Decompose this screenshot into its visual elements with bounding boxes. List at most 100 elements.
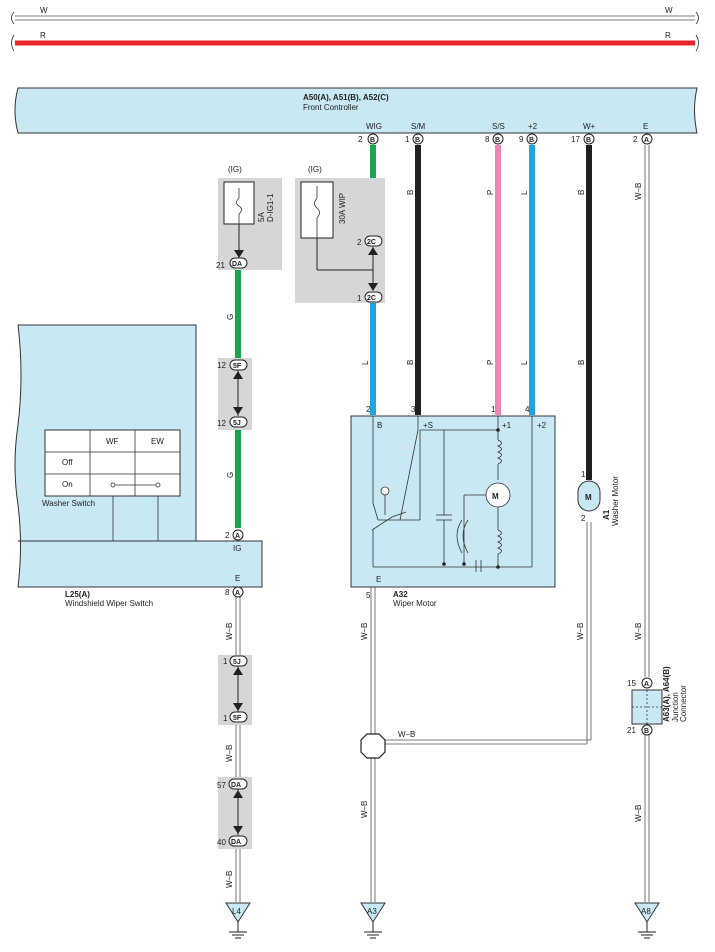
svg-text:2: 2 [633,135,638,144]
switch-code: L25(A) [65,590,90,599]
wire-label-p-2: P [486,360,495,365]
wiper-motor-name: Wiper Motor [393,599,437,608]
switch-name: Windshield Wiper Switch [65,599,153,608]
wire-label-b-3: B [406,360,415,365]
terminal-sm: S/M [411,122,426,131]
svg-text:A: A [235,533,240,540]
svg-text:A3: A3 [367,907,377,916]
ground-a3: A3 [360,902,386,939]
motor-pin-b: B [377,421,382,430]
inline-connector-5f-5j: 12 5F 12 5J [217,358,252,430]
wire-label-g-2: G [226,314,235,320]
junction-name-1: Junction [671,692,680,722]
line-label-r-left: R [40,31,46,40]
wire-label-g-3: G [226,472,235,478]
svg-text:57: 57 [217,781,226,790]
svg-text:8: 8 [485,135,490,144]
wire-label-p-1: P [486,190,495,195]
washer-motor-m: M [585,493,592,502]
svg-text:2: 2 [358,135,363,144]
svg-text:2C: 2C [367,239,376,246]
line-label-r-right: R [665,31,671,40]
controller-pins: 2 B 1 B 8 B 9 B 17 B 2 A [358,133,653,145]
ground-a8: A8 [634,902,660,939]
fuse-5a-name: D-IG1-1 [266,193,275,222]
svg-text:1: 1 [223,657,228,666]
svg-text:5J: 5J [233,659,241,666]
svg-text:A8: A8 [641,907,651,916]
switch-ig-label: IG [233,544,241,553]
svg-text:L4: L4 [232,907,241,916]
col-wf: WF [106,437,119,446]
svg-text:12: 12 [217,361,226,370]
svg-text:2C: 2C [367,295,376,302]
terminal-wig: WIG [366,122,382,131]
washer-motor-name: Washer Motor [611,476,620,526]
row-on: On [62,480,73,489]
fuse-30a-rating: 30A WIP [338,193,347,224]
washer-motor: 1 M 2 A1 Washer Motor [577,470,620,526]
wire-label-l-1: L [520,190,529,195]
svg-text:4: 4 [525,405,530,414]
power-line-r: R R [11,31,699,52]
wire-label-wb-4: W–B [225,871,234,888]
windshield-wiper-switch: WF EW Off On Washer Switch 2 A IG E 8 A … [14,324,263,608]
front-controller: A50(A), A51(B), A52(C) Front Controller … [14,87,698,134]
svg-text:40: 40 [217,838,226,847]
fuse-30a-wip: (IG) 30A WIP 2 2C 1 2C [295,165,385,303]
fuse-5a-rating: 5A [257,212,266,222]
wire-color-labels: G B P L B W–B L B P L B G G W–B W–B W–B … [225,183,643,888]
wire-label-b-1: B [406,190,415,195]
svg-text:21: 21 [216,261,225,270]
power-line-w: W W [11,6,699,25]
svg-text:A: A [644,137,649,144]
svg-text:2: 2 [225,531,230,540]
wire-label-wb-5: W–B [360,623,369,640]
svg-text:B: B [529,137,534,144]
wire-label-wb-1: W–B [634,183,643,200]
wiper-motor-code: A32 [393,590,408,599]
wire-label-wb-10: W–B [398,730,415,739]
ground-l4: L4 [225,902,251,939]
terminal-ss: S/S [492,122,505,131]
svg-text:1: 1 [581,470,586,479]
svg-text:21: 21 [627,726,636,735]
junction-code: A63(A), A64(B) [662,666,671,722]
svg-text:5: 5 [366,591,371,600]
motor-e-label: E [376,575,381,584]
inline-connector-5j-5f: 1 5J 1 5F [218,655,252,725]
wire-label-wb-6: W–B [360,801,369,818]
junction-name-2: Connector [679,685,688,722]
washer-switch-title: Washer Switch [42,499,95,508]
washer-motor-code: A1 [602,509,611,520]
svg-text:DA: DA [231,782,241,789]
svg-text:5F: 5F [233,715,242,722]
front-controller-name: Front Controller [303,103,359,112]
wire-label-b-2: B [577,190,586,195]
terminal-plus2: +2 [528,122,538,131]
svg-text:2: 2 [357,238,362,247]
motor-pin-plus1: +1 [502,421,512,430]
fuse-5a: (IG) 5A D-IG1-1 21 DA [216,165,282,270]
wiper-motor: 2 3 1 4 B +S +1 +2 [350,405,556,608]
svg-text:B: B [586,137,591,144]
line-label-w-right: W [665,6,673,15]
terminal-wplus: W+ [583,122,596,131]
svg-text:B: B [495,137,500,144]
inline-connector-da: 57 DA 40 DA [217,777,252,849]
line-label-w-left: W [40,6,48,15]
svg-text:17: 17 [571,135,580,144]
terminal-e: E [643,122,648,131]
svg-text:B: B [415,137,420,144]
svg-text:8: 8 [225,588,230,597]
svg-text:DA: DA [232,261,242,268]
fuse-5a-supply: (IG) [228,165,242,174]
svg-text:1: 1 [223,714,228,723]
wire-label-wb-9: W–B [634,805,643,822]
wire-label-l-2: L [361,360,370,365]
svg-text:B: B [370,137,375,144]
switch-e-label: E [235,574,240,583]
wire-label-b-4: B [577,360,586,365]
splice-point [360,733,386,759]
